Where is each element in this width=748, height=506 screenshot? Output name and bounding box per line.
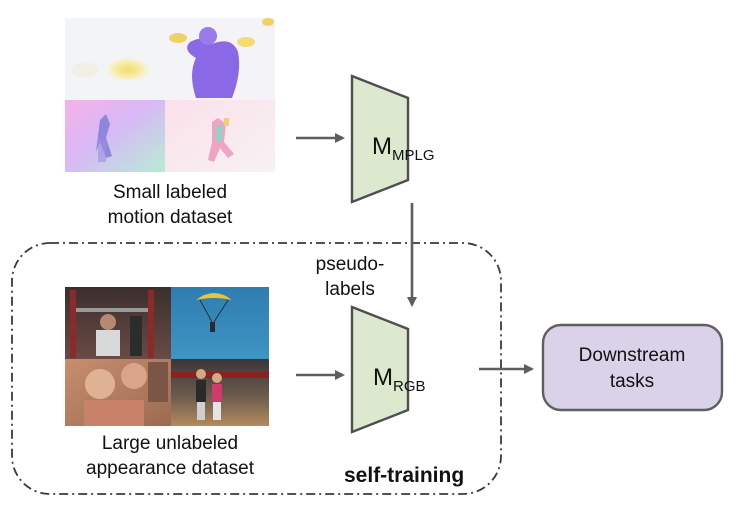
model-rgb-label: MRGB [373,364,426,395]
gym-person [130,316,142,356]
parachute-line [199,299,213,323]
dancer [196,369,206,379]
motion-blob [262,18,274,26]
model-rgb-shape [350,305,410,434]
motion-caption-line2: motion dataset [107,207,233,228]
appearance-dataset-collage [65,287,269,426]
downstream-tasks-box [541,323,724,412]
motion-dataset-collage [65,18,275,172]
model-mplg-shape [350,74,410,204]
motion-figure [199,27,217,45]
motion-caption-line1: Small labeled [112,182,228,203]
gym-rack [148,290,154,358]
appearance-caption-line1: Large unlabeled [101,433,239,454]
gym-person [100,314,116,330]
motion-figure [98,140,106,162]
background [148,362,168,402]
motion-dataset-caption: Small labeled motion dataset [70,180,270,230]
dancer [197,402,205,420]
appearance-dataset-caption: Large unlabeled appearance dataset [70,431,270,481]
self-training-label: self-training [344,464,465,487]
gym-bar [76,308,148,312]
dancer [212,384,222,402]
appearance-caption-line2: appearance dataset [86,458,254,479]
motion-blob [169,33,187,43]
pseudo-labels-label: pseudo- labels [300,252,400,302]
pseudo-labels-line1: pseudo- [315,254,385,275]
downstream-line1: Downstream [579,345,686,366]
model-mplg-label: MMPLG [372,133,435,164]
motion-blob [102,54,154,82]
kid [121,363,147,389]
motion-figure [96,114,112,158]
dancer [196,380,206,402]
appearance-tile-sky [171,287,269,359]
motion-blob [71,62,99,78]
motion-tile-3 [65,100,165,172]
self-training-region [11,242,502,495]
dancer [212,373,222,383]
motion-blob [237,37,255,47]
pseudo-labels-line2: labels [325,279,375,300]
skydiver [210,322,215,332]
motion-figure [224,118,229,126]
gym-person [96,330,120,356]
parachute [196,293,232,300]
motion-figure [216,126,222,142]
dancer [213,402,221,420]
motion-figure [187,38,240,98]
gym-rack [70,290,76,358]
parachute-line [213,299,229,323]
downstream-line2: tasks [610,371,654,392]
kid [84,400,144,426]
kid [85,369,115,399]
